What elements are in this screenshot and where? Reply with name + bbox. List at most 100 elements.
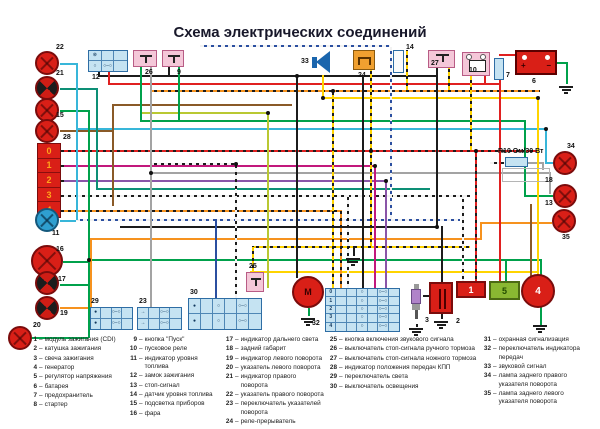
grid-cell: [336, 289, 347, 298]
grid-cell: ○: [357, 289, 368, 298]
wire: [374, 165, 376, 288]
legend-item: 6–батарея: [33, 382, 69, 390]
wire: [322, 75, 324, 97]
junction-dot: [149, 171, 153, 175]
junction-dot: [87, 258, 91, 262]
label-17: 17: [58, 276, 66, 283]
wire: [296, 75, 298, 278]
wire: [340, 210, 342, 288]
battery: + −: [515, 50, 557, 75]
grid-cell: [225, 314, 237, 329]
horn-icon: [312, 57, 317, 68]
legend-item: 35–лампа заднего левого указателя поворо…: [483, 389, 564, 406]
grid-cell: [114, 61, 127, 71]
wire: [441, 313, 443, 319]
label-24: 24: [358, 72, 366, 79]
switch-icon: [436, 54, 449, 63]
wire: [63, 261, 88, 263]
relay-pin: [480, 54, 486, 60]
wire: [484, 76, 486, 83]
wire: [88, 259, 540, 261]
wire: [108, 83, 499, 85]
grid-cell: [367, 297, 379, 306]
grid-cell: ○: [357, 305, 368, 315]
wire: [88, 110, 90, 338]
button-icon: [251, 278, 261, 287]
legend-item: 29–переключатель света: [329, 373, 408, 381]
grid-cell: ○–○: [160, 318, 171, 329]
label-22: 22: [56, 44, 64, 51]
grid-cell: [336, 314, 347, 323]
label-3: 3: [425, 317, 429, 324]
gear-position-indicator: 0 1 2 3 4: [37, 143, 61, 218]
legend-item: 27–выключатель стоп-сигнала ножного торм…: [329, 354, 477, 362]
battery-terminal: [545, 55, 550, 60]
wire: [150, 163, 235, 165]
grid-cell: ○–○: [378, 314, 389, 323]
grid-cell: ●: [91, 318, 102, 329]
battery-plus: +: [521, 61, 526, 70]
label-26: 26: [145, 69, 153, 76]
label-10: 10: [469, 67, 477, 74]
relay-pin: [466, 54, 472, 60]
battery-terminal: [522, 55, 527, 60]
legend-item: 30–выключатель освещения: [329, 382, 419, 390]
legend-item: 11–индикатор уровня топлива: [130, 354, 198, 370]
grid-cell: [368, 322, 379, 331]
legend-item: 32–переключатель индикатора передач: [483, 345, 580, 361]
wire: [168, 67, 170, 77]
wire: [60, 284, 88, 286]
label-2: 2: [456, 318, 460, 325]
wire: [416, 324, 418, 327]
spark-plug-body: [411, 289, 421, 304]
resistor-loop-wire: [502, 168, 550, 182]
grid-cell: ○: [357, 314, 368, 323]
gear-cell: 0: [38, 144, 60, 159]
wire: [120, 226, 436, 228]
wire: [566, 62, 568, 84]
grid-cell: ○: [357, 322, 368, 331]
legend-item: 5–регулятор напряжения: [33, 373, 112, 381]
ignition-lock: ⊗○○–○: [88, 50, 128, 72]
starter-m-label: M: [304, 287, 312, 297]
label-9: 9: [177, 69, 181, 76]
label-6: 6: [532, 78, 536, 85]
wire: [60, 88, 96, 90]
grid-cell: 1: [326, 297, 337, 306]
grid-cell: ●: [189, 299, 201, 314]
grid-cell: [101, 51, 115, 61]
wire: [76, 128, 545, 130]
legend-item: 20–указатель левого поворота: [225, 363, 321, 371]
legend-item: 8–стартер: [33, 401, 68, 409]
wire: [96, 188, 430, 190]
grid-cell: [367, 314, 379, 323]
label-20: 20: [33, 322, 41, 329]
grid-cell: ○: [213, 314, 225, 329]
starter: M: [292, 276, 324, 308]
junction-dot: [474, 149, 478, 153]
spark-plug-hex: [412, 304, 420, 310]
grid-cell: ○–○: [378, 305, 389, 315]
front-right-turn-lamp: [35, 51, 59, 75]
label-12: 12: [92, 74, 100, 81]
wire: [60, 220, 76, 222]
junction-dot: [536, 96, 540, 100]
ground-icon: [301, 318, 315, 326]
resistor: [505, 157, 528, 167]
wire: [557, 62, 567, 64]
grid-cell: 2: [326, 305, 337, 315]
horn-button: [246, 272, 264, 292]
gear-cell: 1: [38, 159, 60, 174]
label-32: 32: [312, 320, 320, 327]
grid-cell: [149, 318, 160, 329]
generator: 4: [521, 274, 555, 308]
grid-cell: [201, 314, 213, 329]
wire: [96, 88, 98, 188]
tail-stop-lamp: [553, 184, 577, 208]
wire: [140, 112, 267, 114]
wire: [542, 162, 544, 170]
wire: [545, 128, 547, 163]
legend-item: 14–датчик уровня топлива: [129, 390, 213, 398]
grid-cell: [170, 308, 181, 319]
